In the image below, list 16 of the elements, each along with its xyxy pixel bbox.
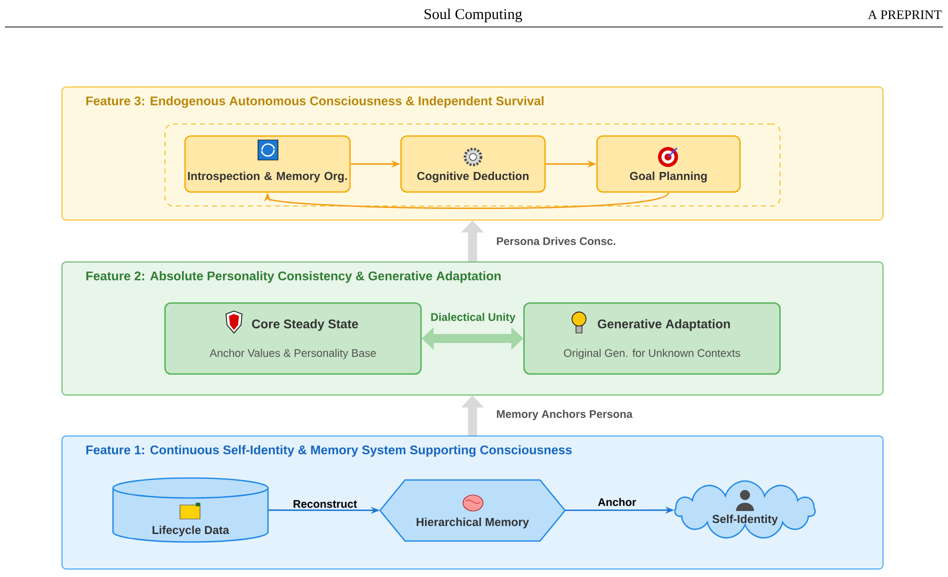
process-box: Introspection & Memory Org. xyxy=(184,135,351,193)
hexagon-box: Hierarchical Memory xyxy=(379,479,566,542)
process-box: Generative Adaptation Original Gen. for Unknown Contexts xyxy=(523,302,781,375)
process-box: Cognitive Deduction xyxy=(400,135,546,193)
database-cylinder: Lifecycle Data xyxy=(112,477,269,543)
edge-label: Persona Drives Consc. xyxy=(496,236,616,246)
edge-label: Anchor xyxy=(598,498,636,506)
dashed-group-box xyxy=(164,124,780,206)
running-head: A PREPRINT xyxy=(868,10,942,19)
running-title: Soul Computing xyxy=(424,8,522,22)
process-box: Goal Planning xyxy=(596,135,741,193)
edge-label: Reconstruct xyxy=(294,500,357,508)
arrow xyxy=(264,192,669,210)
process-box: Core Steady State Anchor Values & Personality Base xyxy=(164,302,422,375)
edge-label: Memory Anchors Persona xyxy=(496,410,633,420)
edge-label: Dialectical Unity xyxy=(431,312,516,324)
